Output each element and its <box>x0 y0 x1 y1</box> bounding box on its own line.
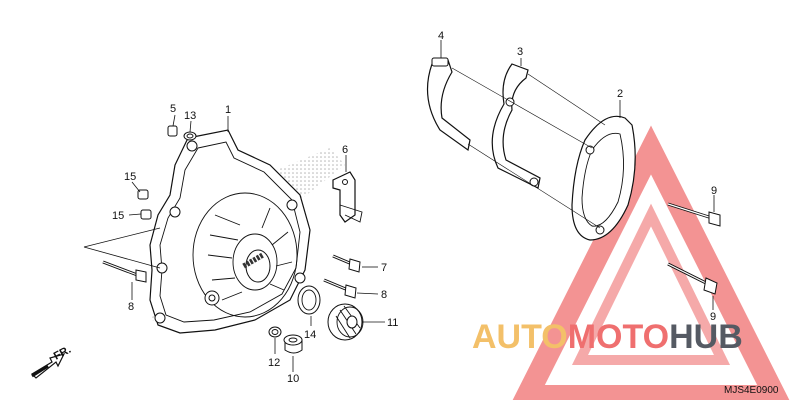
leader-lines <box>83 40 715 372</box>
watermark-moto: MOTO <box>568 318 669 356</box>
callout-13: 13 <box>184 110 196 122</box>
callout-11: 11 <box>387 317 398 329</box>
callout-8-left: 8 <box>128 301 134 313</box>
callout-10: 10 <box>287 373 299 385</box>
watermark-triangle <box>512 125 790 400</box>
strap-band-4 <box>426 57 471 152</box>
watermark-hub: HUB <box>669 318 743 356</box>
svg-text:AUTOMOTOHUB: AUTOMOTOHUB <box>472 318 743 356</box>
diagram-code: MJS4E0900 <box>724 385 779 396</box>
callout-14: 14 <box>304 329 316 341</box>
bolt-7 <box>332 254 361 273</box>
hole-cap-11 <box>327 303 364 341</box>
direction-label: FR. <box>52 344 73 363</box>
o-ring-12 <box>268 326 282 338</box>
callout-12: 12 <box>268 357 280 369</box>
watermark-logo: AUTOMOTOHUB <box>472 125 790 400</box>
callout-3: 3 <box>517 46 523 58</box>
callout-15-lower: 15 <box>112 210 124 222</box>
front-direction-arrow: FR. <box>31 344 73 379</box>
generator-cover: ▮▮▮▮▮▮ <box>149 129 311 334</box>
callout-7: 7 <box>381 262 387 274</box>
clip-bracket-3 <box>491 63 541 189</box>
callout-6: 6 <box>342 144 348 156</box>
bolt-9-lower <box>667 262 718 295</box>
callout-8-right: 8 <box>381 289 387 301</box>
callout-15-upper: 15 <box>124 171 136 183</box>
bolt-9-upper <box>667 202 721 227</box>
callout-4: 4 <box>438 30 444 42</box>
callout-5: 5 <box>170 103 176 115</box>
timing-cap-10 <box>283 334 303 354</box>
bolt-8-right <box>323 278 357 299</box>
outer-cover-2 <box>571 115 636 241</box>
callout-9-upper: 9 <box>711 185 717 197</box>
dowel-pin-15-lower <box>140 209 152 220</box>
callout-9-lower: 9 <box>710 311 716 323</box>
assembly-lines <box>451 67 606 229</box>
dowel-pin-15-upper <box>137 189 149 200</box>
watermark-auto: AUTO <box>472 318 568 356</box>
callout-1: 1 <box>225 104 231 116</box>
callout-2: 2 <box>617 88 623 100</box>
o-ring-14 <box>297 285 321 315</box>
bolt-8-left <box>102 260 147 283</box>
bracket-6 <box>332 171 363 223</box>
dowel-pin-5 <box>167 125 178 137</box>
o-ring-13 <box>183 131 197 141</box>
